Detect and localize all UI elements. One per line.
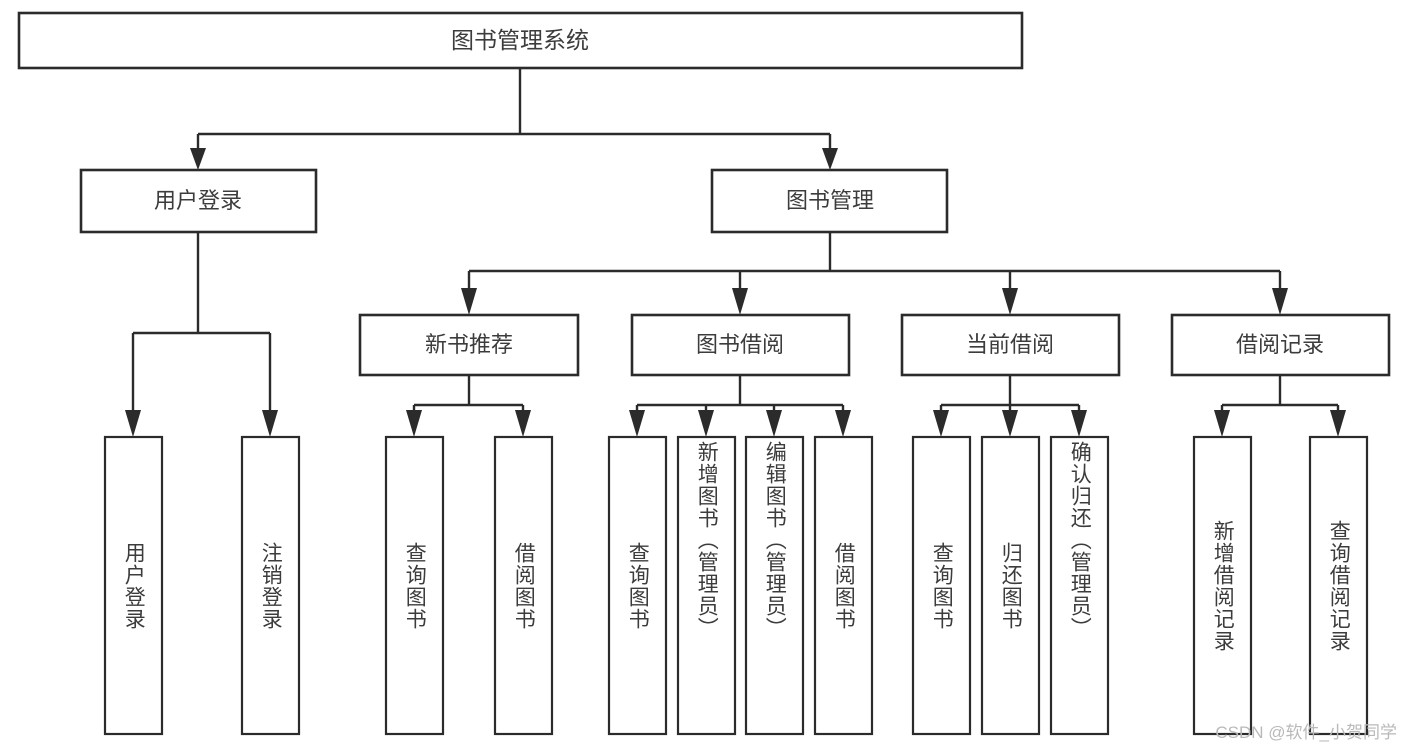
arrow-head-borrow-record xyxy=(1272,288,1288,315)
node-box-leaf-add-record[interactable] xyxy=(1192,435,1253,736)
arrow-head-leaf-query-record xyxy=(1330,410,1346,437)
arrow-head-book-borrow xyxy=(732,288,748,315)
arrow-head-leaf-logout xyxy=(262,410,278,437)
arrow-head-leaf-query-book-1 xyxy=(406,410,422,437)
arrow-head-leaf-query-book-3 xyxy=(933,410,949,437)
node-box-leaf-return-book[interactable] xyxy=(980,435,1041,736)
arrow-head-leaf-return-book xyxy=(1002,410,1018,437)
node-label-current-borrow: 当前借阅 xyxy=(966,332,1054,357)
node-box-leaf-add-book[interactable] xyxy=(676,435,737,736)
node-box-leaf-edit-book[interactable] xyxy=(744,435,805,736)
node-label-new-book-rec: 新书推荐 xyxy=(425,332,513,357)
node-box-leaf-query-book-1[interactable] xyxy=(384,435,445,736)
node-box-leaf-query-record[interactable] xyxy=(1308,435,1369,736)
node-box-leaf-borrow-book-2[interactable] xyxy=(813,435,874,736)
arrow-head-user-login xyxy=(190,148,206,170)
arrow-head-leaf-borrow-book-2 xyxy=(835,410,851,437)
node-box-root[interactable] xyxy=(17,11,1024,70)
node-box-leaf-logout[interactable] xyxy=(240,435,301,736)
node-layer: 图书管理系统 用户登录 图书管理 新书推荐 图书借阅 当前借阅 借阅记录 xyxy=(17,11,1391,736)
node-box-book-borrow[interactable] xyxy=(630,313,851,377)
connector-layer xyxy=(125,68,1346,437)
node-label-book-manage: 图书管理 xyxy=(786,188,874,213)
node-box-current-borrow[interactable] xyxy=(900,313,1121,377)
arrow-head-new-book-rec xyxy=(461,288,477,315)
arrow-head-leaf-add-book xyxy=(698,410,714,437)
arrow-head-leaf-borrow-book-1 xyxy=(515,410,531,437)
node-box-leaf-confirm-return[interactable] xyxy=(1049,435,1110,736)
arrow-head-leaf-confirm-return xyxy=(1071,410,1087,437)
node-box-leaf-query-book-2[interactable] xyxy=(607,435,668,736)
node-label-user-login: 用户登录 xyxy=(154,188,242,213)
arrow-head-current-borrow xyxy=(1002,288,1018,315)
arrow-head-book-manage xyxy=(822,148,838,170)
arrow-head-leaf-edit-book xyxy=(766,410,782,437)
arrow-head-leaf-user-login xyxy=(125,410,141,437)
arrow-head-leaf-query-book-2 xyxy=(629,410,645,437)
node-box-leaf-query-book-3[interactable] xyxy=(911,435,972,736)
node-label-borrow-record: 借阅记录 xyxy=(1236,332,1324,357)
node-box-user-login[interactable] xyxy=(79,168,318,234)
arrow-head-leaf-add-record xyxy=(1214,410,1230,437)
node-box-leaf-borrow-book-1[interactable] xyxy=(493,435,554,736)
node-label-book-borrow: 图书借阅 xyxy=(696,332,784,357)
node-box-book-manage[interactable] xyxy=(710,168,949,234)
node-box-new-book-rec[interactable] xyxy=(358,313,580,377)
node-box-borrow-record[interactable] xyxy=(1170,313,1391,377)
node-box-leaf-user-login[interactable] xyxy=(103,435,164,736)
node-label-root: 图书管理系统 xyxy=(451,27,589,53)
